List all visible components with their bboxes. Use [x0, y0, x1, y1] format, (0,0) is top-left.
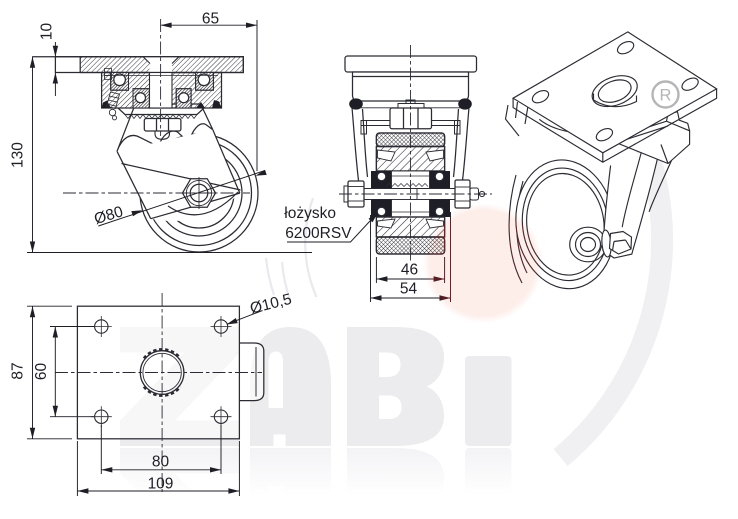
svg-text:54: 54 — [400, 281, 418, 298]
svg-text:10: 10 — [39, 23, 56, 41]
svg-text:65: 65 — [202, 11, 219, 28]
svg-text:6200RSV: 6200RSV — [285, 225, 352, 242]
svg-text:80: 80 — [152, 454, 170, 471]
svg-text:109: 109 — [148, 476, 174, 493]
svg-text:60: 60 — [33, 363, 50, 381]
svg-text:46: 46 — [401, 262, 418, 279]
svg-text:130: 130 — [10, 142, 27, 168]
svg-text:R: R — [660, 87, 672, 105]
svg-text:łożysko: łożysko — [284, 205, 336, 222]
svg-text:87: 87 — [10, 362, 27, 379]
